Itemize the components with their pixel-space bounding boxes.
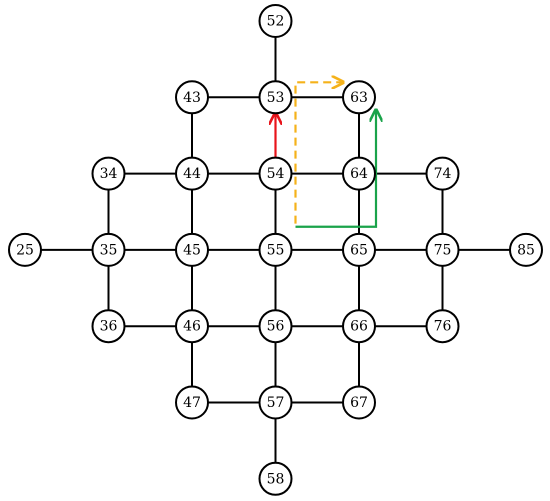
node-circle: [175, 232, 209, 267]
node-circle: [258, 461, 293, 496]
node-circle: [258, 80, 293, 115]
node-58: 58: [258, 461, 293, 496]
node-34: 34: [91, 156, 126, 191]
node-74: 74: [425, 156, 460, 191]
node-circle: [509, 232, 543, 267]
node-label: 63: [350, 90, 368, 106]
node-66: 66: [342, 309, 376, 344]
node-circle: [342, 80, 376, 115]
node-circle: [258, 156, 293, 191]
node-circle: [425, 232, 460, 267]
node-circle: [91, 309, 126, 344]
node-56: 56: [258, 309, 293, 344]
node-label: 45: [183, 242, 201, 258]
node-45: 45: [175, 232, 209, 267]
node-75: 75: [425, 232, 460, 267]
node-circle: [91, 156, 126, 191]
node-label: 36: [100, 319, 118, 335]
orange-dashed-path-arrow: [294, 82, 343, 224]
node-36: 36: [91, 309, 126, 344]
node-label: 64: [350, 166, 368, 182]
node-35: 35: [91, 232, 126, 267]
node-circle: [425, 309, 460, 344]
node-circle: [175, 80, 209, 115]
node-57: 57: [258, 385, 293, 420]
node-64: 64: [342, 156, 376, 191]
node-44: 44: [175, 156, 209, 191]
node-label: 44: [183, 166, 201, 182]
node-43: 43: [175, 80, 209, 115]
node-label: 54: [267, 166, 285, 182]
node-63: 63: [342, 80, 376, 115]
node-label: 52: [267, 14, 285, 30]
node-circle: [342, 156, 376, 191]
node-65: 65: [342, 232, 376, 267]
node-label: 46: [183, 319, 201, 335]
node-circle: [258, 309, 293, 344]
node-circle: [258, 232, 293, 267]
node-25: 25: [8, 232, 42, 267]
node-label: 34: [100, 166, 118, 182]
node-label: 55: [267, 242, 285, 258]
node-circle: [425, 156, 460, 191]
node-46: 46: [175, 309, 209, 344]
node-53: 53: [258, 80, 293, 115]
node-label: 25: [16, 242, 34, 258]
node-label: 75: [434, 242, 452, 258]
node-circle: [8, 232, 42, 267]
nodes-layer: 52 43 53 63 34 44 54 64 74 25 35 45 55 65 75 85 36 46 56 66…: [8, 4, 543, 496]
node-67: 67: [342, 385, 376, 420]
node-47: 47: [175, 385, 209, 420]
node-label: 43: [183, 90, 201, 106]
node-circle: [342, 309, 376, 344]
node-55: 55: [258, 232, 293, 267]
node-label: 47: [183, 395, 201, 411]
node-label: 76: [434, 319, 452, 335]
node-76: 76: [425, 309, 460, 344]
node-circle: [258, 385, 293, 420]
node-label: 58: [267, 471, 285, 487]
green-path-arrow: [295, 111, 377, 228]
node-label: 56: [267, 319, 285, 335]
paths-layer: [276, 82, 377, 228]
node-label: 35: [100, 242, 118, 258]
node-54: 54: [258, 156, 293, 191]
node-label: 57: [267, 395, 285, 411]
node-circle: [175, 385, 209, 420]
node-circle: [342, 385, 376, 420]
node-circle: [175, 309, 209, 344]
node-label: 67: [350, 395, 368, 411]
node-label: 85: [517, 242, 535, 258]
node-circle: [175, 156, 209, 191]
node-circle: [258, 4, 293, 38]
node-circle: [91, 232, 126, 267]
node-circle: [342, 232, 376, 267]
node-label: 66: [350, 319, 368, 335]
node-52: 52: [258, 4, 293, 38]
node-85: 85: [509, 232, 543, 267]
node-label: 65: [350, 242, 368, 258]
node-label: 53: [267, 90, 285, 106]
node-label: 74: [434, 166, 452, 182]
